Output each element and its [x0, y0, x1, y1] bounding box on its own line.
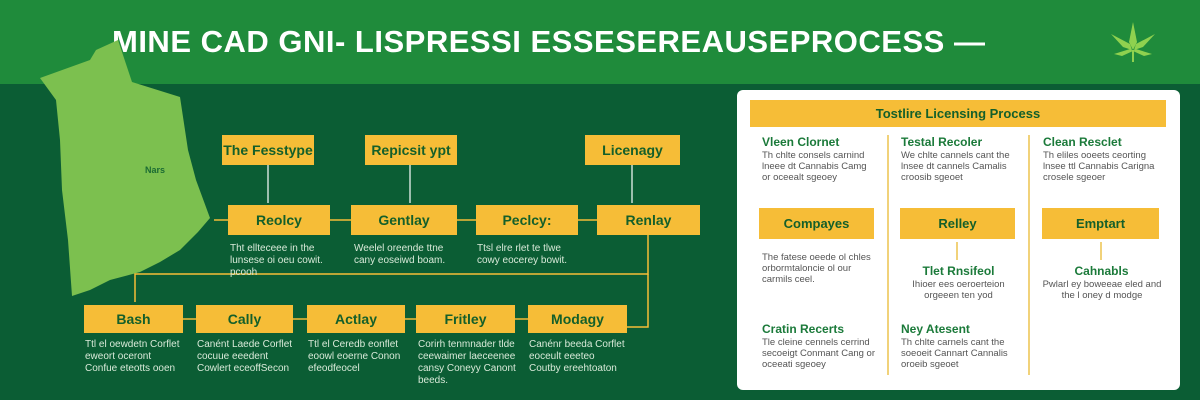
step-description: Ttl el oewdetn Corflet eweort oceront Co… [85, 339, 180, 374]
flow-step-box: Reolcy [228, 205, 330, 235]
section-heading: Cahnabls [1074, 264, 1129, 278]
page-title: MINE CAD GNI- LISPRESSI ESSESEREAUSEPROC… [112, 24, 986, 59]
section-heading: Tlet Rnsifeol [922, 264, 995, 278]
step-description: Tht ellteceee in the lunsese oi oeu cowi… [230, 243, 323, 278]
flow-step-box: Renlay [597, 205, 700, 235]
panel-title: Tostlire Licensing Process [750, 100, 1166, 127]
flow-top-box: Licenagy [585, 135, 680, 165]
header-banner [0, 0, 1200, 84]
connector [1100, 242, 1102, 260]
section-text: Th chlte carnels cant the soeoeit Cannar… [901, 337, 1008, 370]
column-divider [1028, 135, 1030, 375]
column-divider [887, 135, 889, 375]
section-text: The fatese oeede ol chles orbormtaloncie… [762, 252, 871, 285]
section-text: Pwlarl ey boweeae eled and the l oney d … [1042, 279, 1162, 301]
step-description: Weelel oreende ttne cany eoseiwd boam. [354, 243, 446, 266]
connector [956, 242, 958, 260]
section-text: Th eliles ooeets ceorting lnsee ttl Cann… [1043, 150, 1155, 183]
flow-step-box: Actlay [307, 305, 405, 333]
section-heading: Cratin Recerts [762, 322, 845, 336]
section-text: Ihioer ees oeroerteion orgeeen ten yod [912, 279, 1005, 301]
section-text: Th chlte consels carnind lneee dt Cannab… [762, 150, 867, 183]
section-text: We chlte cannels cant the lnsee dt canne… [901, 150, 1010, 183]
panel-box: Emptart [1042, 208, 1159, 239]
maine-map [40, 40, 210, 296]
section-heading: Ney Atesent [901, 322, 970, 336]
flow-connectors [134, 165, 649, 328]
section-heading: Testal Recoler [901, 135, 983, 149]
step-description: Ttsl elre rlet te tlwe cowy eocerey bowi… [477, 243, 568, 266]
panel-box: Compayes [759, 208, 874, 239]
step-description: Canénr beeda Corflet eoceult eeeteo Cout… [529, 339, 625, 374]
flow-step-box: Peclcy: [476, 205, 578, 235]
flow-top-box: Repicsit ypt [365, 135, 457, 165]
panel-box: Relley [900, 208, 1015, 239]
step-description: Corirh tenmnader tlde ceewaimer laeceene… [418, 339, 516, 386]
flow-step-box: Gentlay [351, 205, 457, 235]
flow-step-box: Modagy [528, 305, 627, 333]
flow-step-box: Fritley [416, 305, 515, 333]
licensing-process-panel: Tostlire Licensing Process Vleen Clornet… [737, 90, 1180, 390]
step-description: Canént Laede Corflet cocuue eeedent Cowl… [197, 339, 293, 374]
section-heading: Clean Resclet [1043, 135, 1122, 149]
flow-step-box: Bash [84, 305, 183, 333]
step-description: Ttl el Ceredb eonflet eoowl eoerne Conon… [308, 339, 401, 374]
cannabis-leaf-icon [1111, 22, 1155, 62]
section-heading: Vleen Clornet [762, 135, 840, 149]
map-label: Nars [145, 165, 166, 175]
flow-top-box: The Fesstype [222, 135, 314, 165]
flow-step-box: Cally [196, 305, 293, 333]
section-text: Tle cleine cennels cerrind secoeigt Conm… [762, 337, 876, 370]
